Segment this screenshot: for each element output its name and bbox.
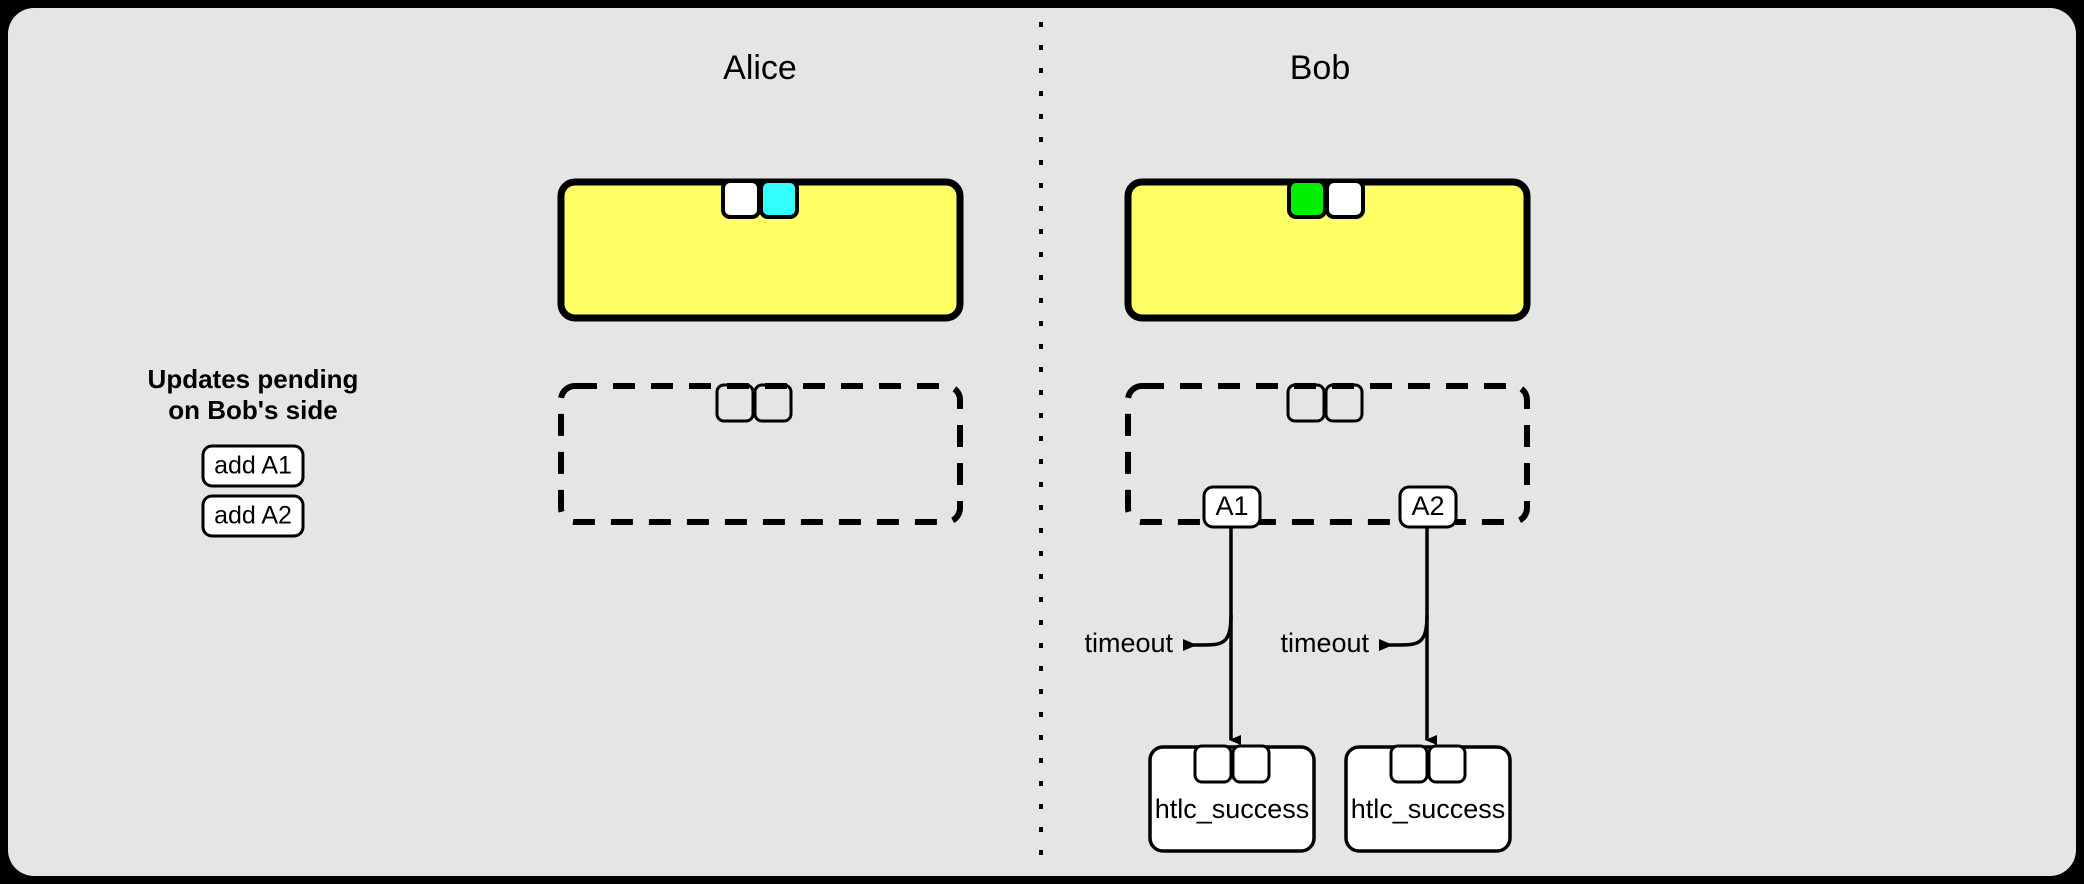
column-title-alice: Alice	[723, 49, 797, 87]
column-title-bob: Bob	[1290, 49, 1351, 87]
bob-commitment-slot-2	[1325, 179, 1365, 219]
pending-update-add-a1[interactable]	[201, 444, 305, 488]
timeout-branch-a2	[1379, 614, 1429, 651]
htlc-success-tx-a1-slot-2	[1231, 744, 1271, 784]
htlc-output-a2-label: A2	[1411, 491, 1444, 521]
alice-commitment-slot-2	[759, 179, 799, 219]
htlc-output-a2	[1398, 485, 1458, 529]
timeout-label-a2: timeout	[1280, 628, 1369, 658]
htlc-success-tx-a2	[1344, 745, 1512, 853]
timeout-branch-a1	[1183, 614, 1233, 651]
pending-update-add-a2[interactable]	[201, 494, 305, 538]
htlc-success-tx-a1-slot-1	[1193, 744, 1233, 784]
alice-pending-commitment	[558, 383, 963, 525]
htlc-success-tx-a2-slot-1	[1389, 744, 1429, 784]
alice-pending-slot-2	[753, 383, 793, 423]
timeout-label-a1: timeout	[1084, 628, 1173, 658]
htlc-success-tx-a2-slot-2	[1427, 744, 1467, 784]
htlc-output-a1	[1202, 485, 1262, 529]
bob-pending-slot-1	[1286, 383, 1326, 423]
htlc-output-a1-label: A1	[1215, 491, 1248, 521]
alice-commitment-tx	[557, 178, 964, 322]
alice-pending-slot-1	[715, 383, 755, 423]
panel-background	[8, 8, 2076, 876]
pending-update-add-a2-label: add A2	[214, 502, 292, 530]
bob-pending-slot-2	[1324, 383, 1364, 423]
legend-title-line1: Updates pending	[148, 364, 359, 394]
bob-pending-commitment	[1125, 383, 1530, 525]
legend-title-line2: on Bob's side	[168, 395, 337, 425]
pending-update-add-a1-label: add A1	[214, 452, 292, 480]
htlc-success-tx-a1-label: htlc_success	[1155, 794, 1310, 824]
htlc-success-tx-a2-label: htlc_success	[1351, 794, 1506, 824]
alice-commitment-slot-1	[721, 179, 761, 219]
bob-commitment-slot-1	[1287, 179, 1327, 219]
htlc-success-tx-a1	[1148, 745, 1316, 853]
